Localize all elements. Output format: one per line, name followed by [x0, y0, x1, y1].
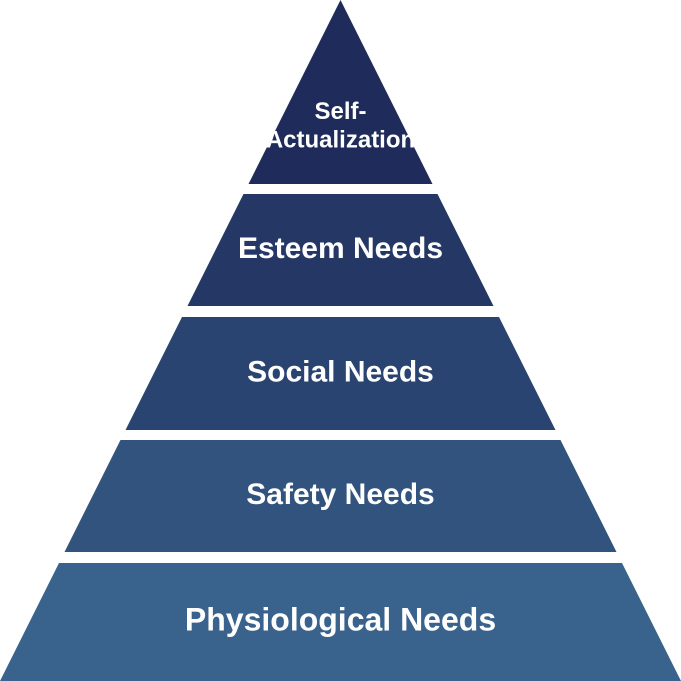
tier-label-social: Social Needs [247, 355, 434, 388]
tier-label-physiological: Physiological Needs [185, 601, 496, 637]
tier-shape-safety [64, 440, 617, 552]
tier-shape-social [125, 317, 556, 430]
tier-shape-physiological [0, 563, 681, 681]
tier-label-self-actualization-line-1: Self- [314, 98, 366, 125]
tier-shape-esteem [187, 194, 494, 306]
tier-self-actualization: Self-Actualization [248, 0, 433, 184]
tier-label-self-actualization-line-2: Actualization [266, 127, 415, 154]
tier-physiological: Physiological Needs [0, 563, 681, 681]
tier-label-esteem: Esteem Needs [238, 232, 443, 265]
tier-social: Social Needs [125, 317, 556, 430]
tier-label-safety: Safety Needs [246, 478, 434, 511]
tier-shape-self-actualization [248, 0, 433, 184]
tier-safety: Safety Needs [64, 440, 617, 552]
tier-esteem: Esteem Needs [187, 194, 494, 306]
